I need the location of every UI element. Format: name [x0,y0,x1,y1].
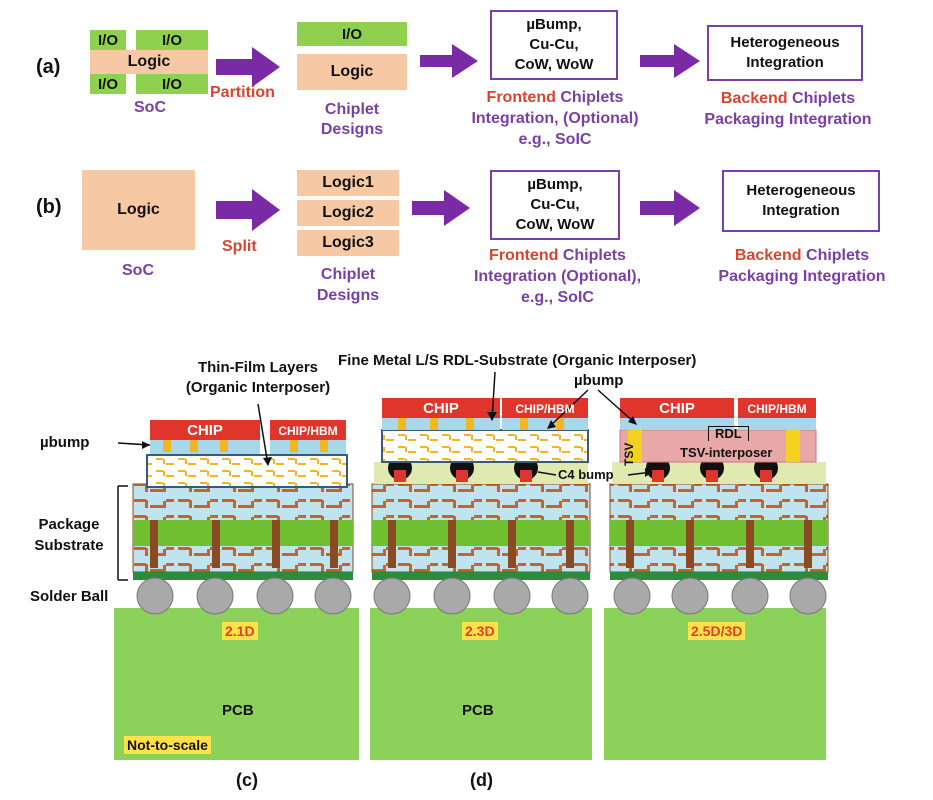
leader-thinfilm [257,403,269,466]
io-block: I/O [136,74,208,94]
ubump-left-label: µbump [40,434,90,451]
backend-caption-a: Backend Chiplets Packaging Integration [704,90,872,128]
io-block: I/O [90,74,126,94]
chiplet-io: I/O [297,22,407,46]
leader-ubump-top-1 [547,389,589,429]
pcb-label: PCB [462,702,494,719]
chip-hbm-label: CHIP/HBM [515,402,575,416]
chip-label: CHIP [423,400,459,417]
logic-block: Logic1 [297,170,399,196]
arrow-frontend-b [412,190,470,226]
row-b-label: (b) [36,196,62,218]
caption-d: (d) [470,770,493,790]
chip-hbm-label: CHIP/HBM [278,424,338,438]
ubump-top-label: µbump [574,372,624,389]
soc-a: I/O I/O Logic I/O I/O [90,30,208,94]
logic-block: Logic3 [297,230,399,256]
arrow-backend-b [640,190,700,226]
soc-logic: Logic [90,50,208,74]
frontend-box-b: µBump,Cu-Cu,CoW, WoW [490,170,620,240]
soc-logic-b: Logic [82,170,195,250]
soc-caption: SoC [134,99,166,116]
arrow-partition [216,47,280,87]
arrow-split [216,189,280,231]
frontend-box-a: µBump,Cu-Cu,CoW, WoW [490,10,618,80]
frontend-caption-a: Frontend Chiplets Integration, (Optional… [471,89,639,148]
frontend-caption-b: Frontend Chiplets Integration (Optional)… [473,247,642,306]
thin-film-label: Thin-Film Layers(Organic Interposer) [185,359,331,396]
logic-block: Logic2 [297,200,399,226]
chip-hbm-label: CHIP/HBM [747,402,807,416]
fine-metal-label: Fine Metal L/S RDL-Substrate (Organic In… [338,352,697,369]
caption-c: (c) [236,770,258,790]
rdl-label: RDL [708,426,749,441]
partition-label: Partition [210,84,275,101]
tsv-label: TSV [622,442,636,466]
c4-bump-label: C4 bump [558,467,614,482]
arrow-backend-a [640,44,700,78]
leader-c4-1 [537,471,557,476]
split-label: Split [222,238,257,255]
solder-ball-label: Solder Ball [30,588,109,605]
tag-2-1d: 2.1D [222,622,258,640]
tsv-interposer-label: TSV-interposer [680,445,773,460]
package-c [114,420,359,760]
backend-caption-b: Backend Chiplets Packaging Integration [718,247,886,285]
chiplet-logic: Logic [297,54,407,90]
soc-caption-b: SoC [122,262,154,279]
tag-2-5d-3d: 2.5D/3D [688,622,746,640]
io-block: I/O [136,30,208,50]
not-to-scale-label: Not-to-scale [124,736,211,754]
pcb-label: PCB [222,702,254,719]
chip-label: CHIP [187,422,223,439]
chip-label: CHIP [659,400,695,417]
leader-ubump-top-2 [597,389,637,425]
package-d [370,398,592,760]
io-block: I/O [90,30,126,50]
arrow-frontend-a [420,44,478,78]
row-a-label: (a) [36,56,61,78]
tag-2-3d: 2.3D [462,622,498,640]
